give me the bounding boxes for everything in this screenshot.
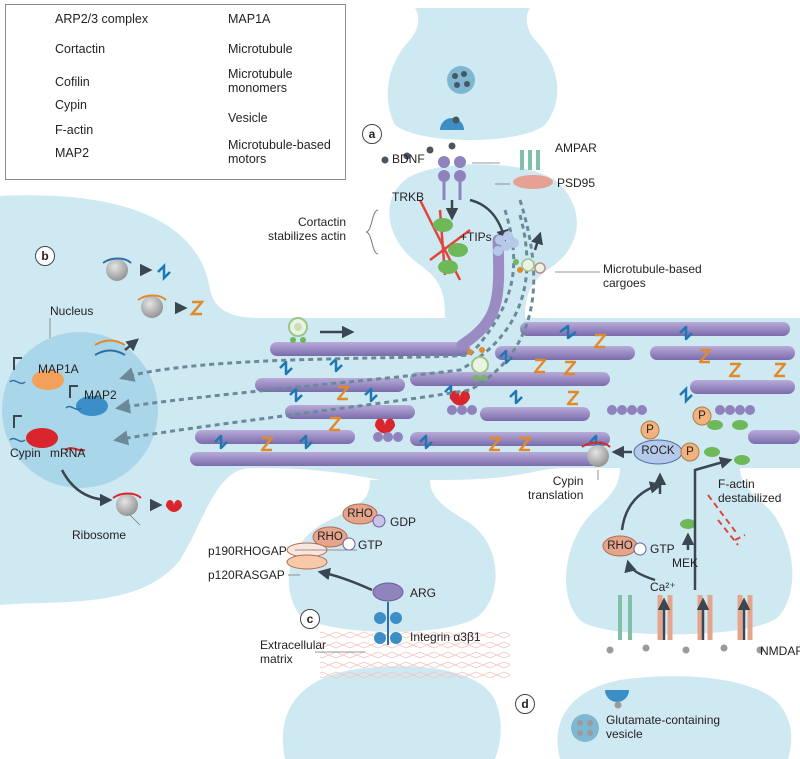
legend-cypin: Cypin bbox=[55, 98, 87, 112]
vesicle-transport bbox=[288, 317, 489, 381]
rho-gtp-rho: RHO bbox=[317, 531, 343, 543]
legend-vesicle: Vesicle bbox=[228, 111, 268, 125]
p-label-2: P bbox=[698, 410, 706, 422]
integrin-label: Integrin α3β1 bbox=[410, 630, 481, 644]
rho-gdp-rho: RHO bbox=[347, 508, 373, 520]
cypin-shaft bbox=[373, 390, 477, 442]
cortactin-stabilizes-label: Cortactin stabilizes actin bbox=[268, 215, 347, 243]
ca-label: Ca²⁺ bbox=[650, 580, 676, 594]
legend-motors: Microtubule-based motors bbox=[228, 138, 331, 166]
panel-a-tag: a bbox=[362, 124, 382, 144]
microtubule-group bbox=[190, 234, 800, 466]
spine-c bbox=[288, 480, 496, 632]
ampar-label: AMPAR bbox=[555, 141, 597, 155]
panel-c-signaling bbox=[286, 503, 404, 645]
panel-d-tag: d bbox=[515, 694, 535, 714]
bottom-cell-c bbox=[282, 666, 501, 759]
mrna-label: mRNA bbox=[50, 446, 86, 460]
nmdar-label: NMDAR bbox=[760, 644, 800, 658]
map2-gene-label: MAP2 bbox=[84, 388, 117, 402]
spine-a bbox=[389, 164, 577, 318]
legend-arp23: ARP2/3 complex bbox=[55, 12, 149, 26]
map1a-proteins bbox=[260, 333, 787, 452]
extracellular-matrix bbox=[320, 630, 510, 678]
panel-c-tag: c bbox=[300, 609, 320, 629]
legend-microtubule-monomers: Microtubule monomers bbox=[228, 67, 293, 95]
legend-cofilin: Cofilin bbox=[55, 75, 90, 89]
mt-cargoes-label: Microtubule-based cargoes bbox=[603, 262, 702, 290]
ribosomes bbox=[94, 257, 205, 516]
tips-label: +TIPs bbox=[460, 230, 492, 244]
mek-label: MEK bbox=[672, 556, 699, 570]
glutamate-vesicle-label: Glutamate-containing vesicle bbox=[606, 713, 721, 741]
leader-lines bbox=[49, 162, 600, 653]
trkb-label: TRKB bbox=[392, 190, 425, 204]
legend bbox=[5, 4, 346, 180]
legend-f-actin: F-actin bbox=[55, 123, 94, 137]
p-label-1: P bbox=[646, 424, 654, 436]
f-actin-destabilized-label: F-actin destabilized bbox=[718, 477, 782, 505]
p190rhogap-label: p190RHOGAP bbox=[208, 544, 287, 558]
legend-map2: MAP2 bbox=[55, 146, 90, 160]
psd95-label: PSD95 bbox=[557, 176, 596, 190]
spine-d bbox=[566, 468, 793, 635]
nucleus-label: Nucleus bbox=[50, 304, 94, 318]
cypin-translation-label: Cypin translation bbox=[528, 474, 584, 502]
rock-label: ROCK bbox=[641, 445, 675, 457]
gtp-label-d: GTP bbox=[650, 542, 675, 556]
ecm-label: Extracellular matrix bbox=[260, 638, 327, 666]
ribosome-label: Ribosome bbox=[72, 528, 127, 542]
bdnf-label: BDNF bbox=[392, 152, 425, 166]
gdp-label: GDP bbox=[390, 515, 417, 529]
synapse-a bbox=[365, 66, 553, 281]
arg-label: ARG bbox=[410, 586, 437, 600]
rock-pathway bbox=[581, 385, 755, 467]
nucleus-contents bbox=[9, 357, 113, 507]
rho-d-label: RHO bbox=[607, 540, 633, 552]
panel-d-signaling bbox=[571, 456, 764, 742]
legend-map1a: MAP1A bbox=[228, 12, 271, 26]
legend-cortactin: Cortactin bbox=[55, 42, 106, 56]
legend-microtubule: Microtubule bbox=[228, 42, 293, 56]
cypin-gene-label: Cypin bbox=[10, 446, 41, 460]
neuron-cell-body bbox=[0, 195, 800, 605]
transport-paths bbox=[113, 199, 536, 446]
p-label-3: P bbox=[686, 446, 694, 458]
panel-b-tag: b bbox=[35, 246, 55, 266]
p120rasgap-label: p120RASGAP bbox=[208, 568, 285, 582]
map1a-gene-label: MAP1A bbox=[38, 362, 79, 376]
gtp-label-c: GTP bbox=[358, 538, 383, 552]
